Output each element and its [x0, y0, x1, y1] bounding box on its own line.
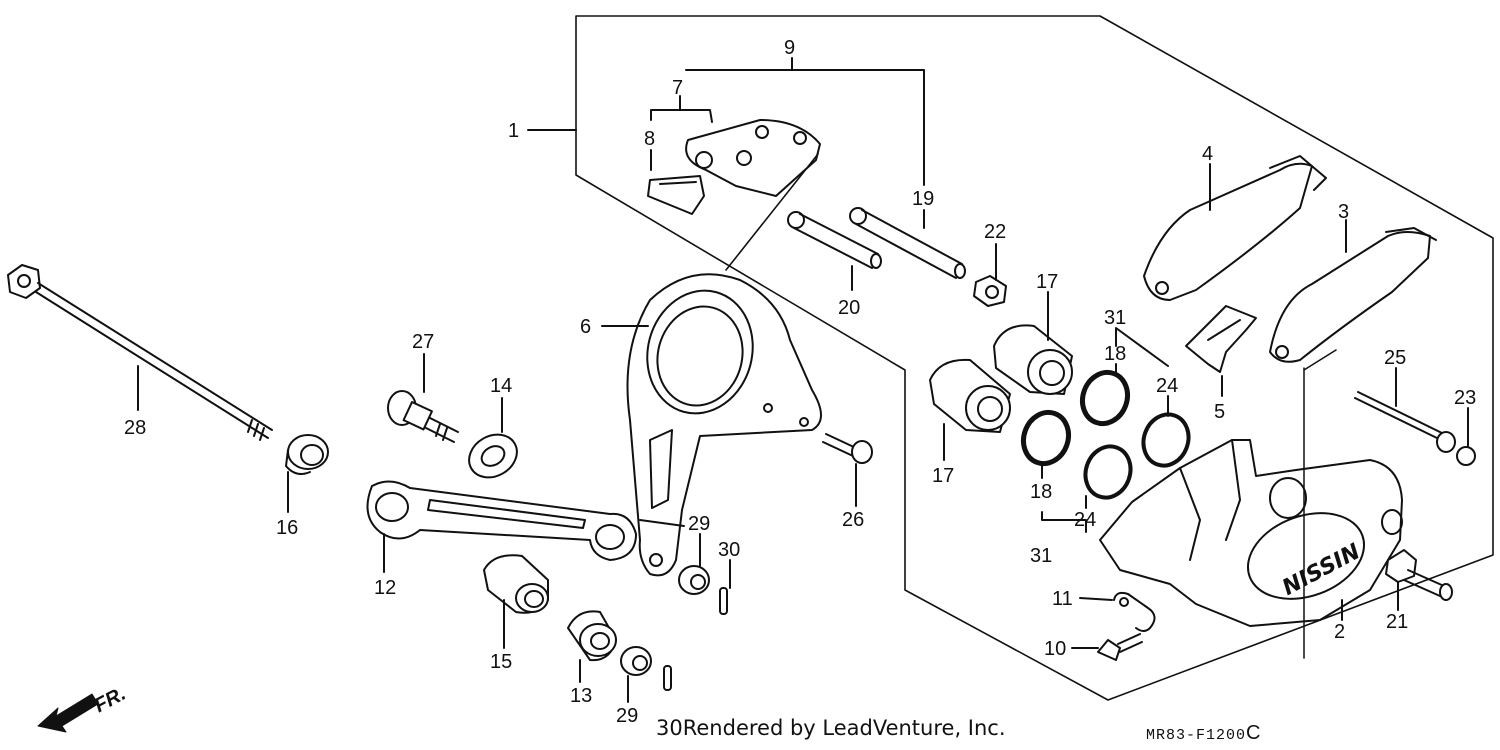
- callout-29-lower: 29: [616, 705, 638, 727]
- callout-29-upper: 29: [688, 513, 710, 535]
- callout-19: 19: [912, 188, 934, 210]
- credit-line: 30Rendered by LeadVenture, Inc.: [656, 716, 1006, 740]
- pad-retainer-7: [685, 119, 821, 197]
- bolt-27: [387, 390, 459, 443]
- callout-9: 9: [784, 37, 795, 59]
- bleeder-21: [1385, 549, 1453, 601]
- callout-13: 13: [570, 685, 592, 707]
- pin-30-upper: [719, 587, 728, 615]
- nut-29-lower: [620, 646, 652, 676]
- fr-label: FR.: [91, 683, 130, 718]
- callout-5: 5: [1214, 401, 1225, 423]
- callout-31-lower: 31: [1030, 545, 1052, 567]
- callout-10: 10: [1044, 638, 1066, 660]
- bolt-26: [822, 433, 873, 464]
- assembly-outline: [575, 15, 1494, 701]
- bracket-link-line: [725, 153, 819, 271]
- pad-spring-8: [647, 175, 705, 215]
- callout-4: 4: [1202, 143, 1213, 165]
- callout-6: 6: [580, 316, 591, 338]
- collar-13: [567, 610, 617, 662]
- caliper-body-2: NISSIN: [1099, 439, 1403, 627]
- pad-pin-25: [1354, 391, 1456, 453]
- cap-22: [973, 275, 1007, 307]
- leader-9: [685, 69, 925, 186]
- callout-7: 7: [672, 77, 683, 99]
- seal-24-upper: [1141, 412, 1191, 468]
- callout-24-upper: 24: [1156, 375, 1178, 397]
- callout-30-upper: 30: [718, 539, 740, 561]
- callout-27: 27: [412, 331, 434, 353]
- piston-17-lower: [929, 358, 1011, 433]
- leader-31-lower: [1041, 511, 1087, 533]
- axle-bolt-28: [7, 264, 273, 441]
- plug-23: [1456, 446, 1476, 466]
- callout-2: 2: [1334, 621, 1345, 643]
- callout-28: 28: [124, 417, 146, 439]
- caliper-bracket-6: [626, 273, 822, 577]
- callout-12: 12: [374, 577, 396, 599]
- callout-14: 14: [490, 375, 512, 397]
- callout-15: 15: [490, 651, 512, 673]
- pad-spring-5: [1185, 305, 1257, 373]
- pin-19: [849, 207, 966, 279]
- callout-21: 21: [1386, 611, 1408, 633]
- callout-25: 25: [1384, 347, 1406, 369]
- callout-23: 23: [1454, 387, 1476, 409]
- pin-30-lower: [663, 665, 672, 691]
- callout-20: 20: [838, 297, 860, 319]
- callout-24-lower: 24: [1074, 509, 1096, 531]
- seal-24-lower: [1083, 444, 1133, 500]
- diagram-code-text: MR83-F1200: [1146, 727, 1247, 744]
- callout-18-lower: 18: [1030, 481, 1052, 503]
- callout-1: 1: [508, 120, 519, 142]
- credit-text: Rendered by LeadVenture, Inc.: [682, 716, 1006, 740]
- callout-17-upper: 17: [1036, 271, 1058, 293]
- link-arm-12: [366, 480, 637, 561]
- leader-11: [1079, 597, 1113, 601]
- leader-31-upper: [1115, 327, 1169, 367]
- callout-17-lower: 17: [932, 465, 954, 487]
- brake-pad-3: [1269, 227, 1437, 363]
- piston-17-upper: [993, 324, 1073, 395]
- callout-16: 16: [276, 517, 298, 539]
- seal-14: [468, 433, 518, 479]
- caliper-dash-line-2: [1303, 349, 1337, 371]
- front-direction-arrow-icon: [37, 693, 99, 733]
- seal-18-upper: [1079, 369, 1131, 427]
- bushing-15: [483, 554, 549, 614]
- callout-22: 22: [984, 221, 1006, 243]
- hose-clip-11: [1113, 591, 1156, 632]
- callout-31-upper: 31: [1104, 307, 1126, 329]
- callout-30-lower: 30: [656, 716, 683, 740]
- screw-10: [1097, 633, 1143, 661]
- seal-18-lower: [1020, 409, 1072, 467]
- leader-7: [650, 109, 713, 123]
- callout-3: 3: [1338, 201, 1349, 223]
- pin-20: [787, 211, 882, 269]
- brake-pad-4: [1143, 155, 1327, 301]
- callout-26: 26: [842, 509, 864, 531]
- callout-8: 8: [644, 128, 655, 150]
- callout-11: 11: [1052, 588, 1073, 610]
- diagram-code-suffix: C: [1246, 722, 1262, 744]
- diagram-code: MR83-F1200C: [1146, 722, 1261, 745]
- callout-18-upper: 18: [1104, 343, 1126, 365]
- nut-29-upper: [678, 565, 710, 595]
- collar-16: [285, 434, 329, 475]
